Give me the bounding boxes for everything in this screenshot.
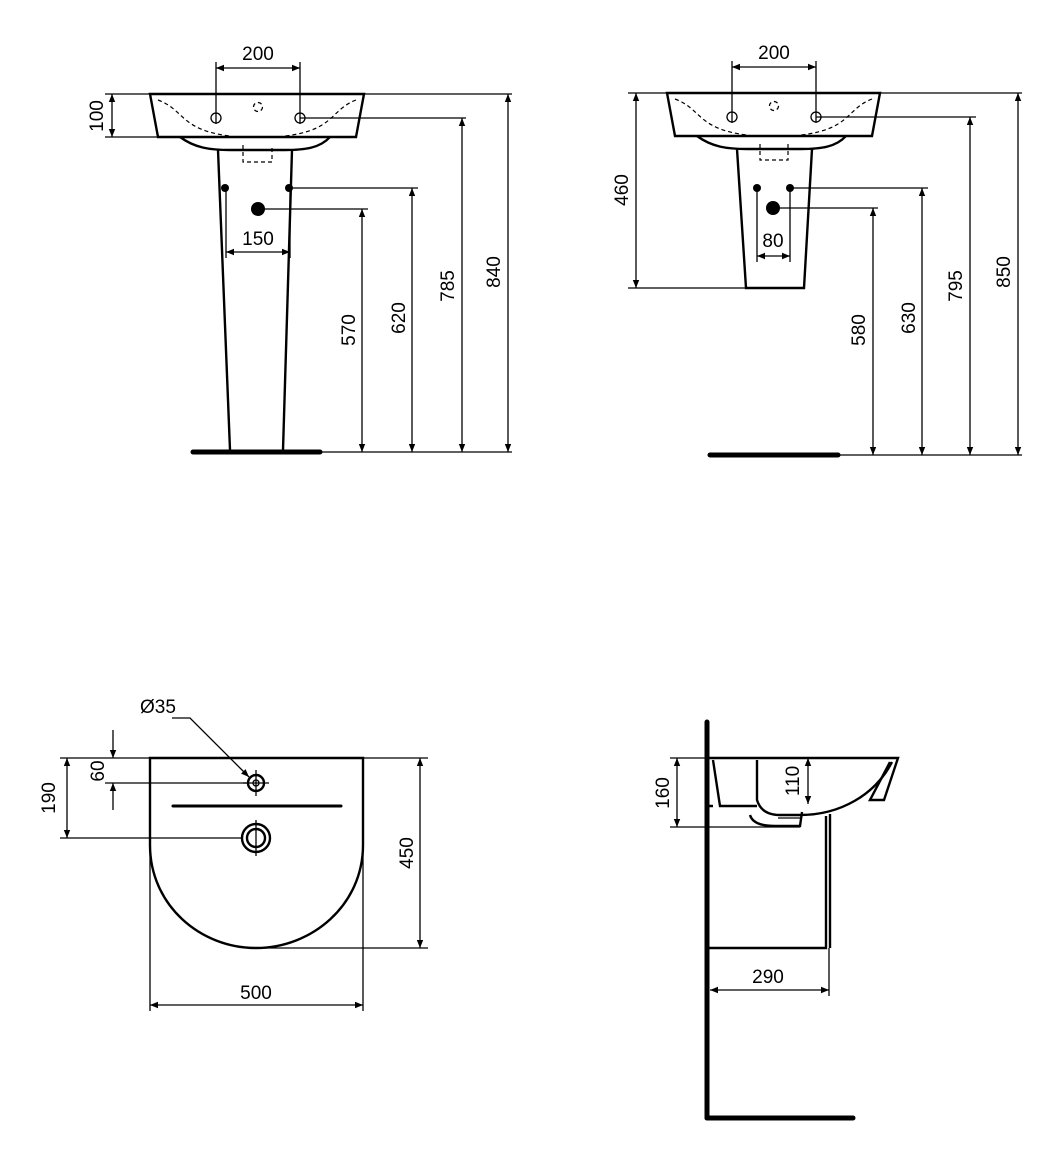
dim-620: 620 bbox=[389, 302, 410, 334]
fixing-point-left bbox=[221, 184, 229, 192]
bowl-profile bbox=[755, 760, 894, 817]
dim-190: 190 bbox=[39, 782, 60, 814]
dim-850: 850 bbox=[994, 256, 1015, 288]
dim-785: 785 bbox=[438, 270, 459, 302]
dim-630: 630 bbox=[899, 302, 920, 334]
dim-60: 60 bbox=[88, 760, 109, 781]
basin-outline bbox=[665, 91, 882, 138]
front-pedestal-view: 200 100 150 570 620 785 840 bbox=[87, 44, 512, 455]
pedestal-profile bbox=[707, 814, 832, 950]
semi-pedestal-outline bbox=[735, 148, 814, 290]
dim-150: 150 bbox=[242, 229, 274, 250]
dim-450: 450 bbox=[397, 837, 418, 869]
basin-underside bbox=[179, 136, 331, 152]
dim-110: 110 bbox=[783, 766, 804, 796]
front-semi-pedestal-view: 200 460 80 580 630 795 850 bbox=[612, 43, 1022, 458]
bowl-hidden-line bbox=[157, 99, 357, 137]
dim-795: 795 bbox=[946, 270, 967, 302]
trap-hidden bbox=[242, 145, 273, 163]
side-view: 160 110 290 bbox=[653, 719, 900, 1121]
dim-460: 460 bbox=[612, 174, 633, 206]
dim-840: 840 bbox=[484, 256, 505, 288]
dim-160: 160 bbox=[653, 777, 674, 809]
dim-570: 570 bbox=[339, 314, 360, 346]
dim-80: 80 bbox=[762, 231, 783, 252]
basin-rim bbox=[707, 756, 900, 802]
dim-diameter-35: Ø35 bbox=[140, 697, 176, 718]
dim-580: 580 bbox=[849, 314, 870, 346]
pedestal-outline bbox=[216, 149, 294, 451]
dim-200: 200 bbox=[758, 43, 790, 64]
dim-100: 100 bbox=[87, 100, 108, 132]
basin-outline bbox=[148, 92, 366, 139]
tap-hole-centre bbox=[252, 101, 264, 113]
dim-200: 200 bbox=[242, 44, 274, 65]
dim-290: 290 bbox=[752, 967, 784, 988]
dim-500: 500 bbox=[240, 983, 272, 1004]
plan-view: Ø35 60 190 450 500 bbox=[39, 697, 428, 1011]
